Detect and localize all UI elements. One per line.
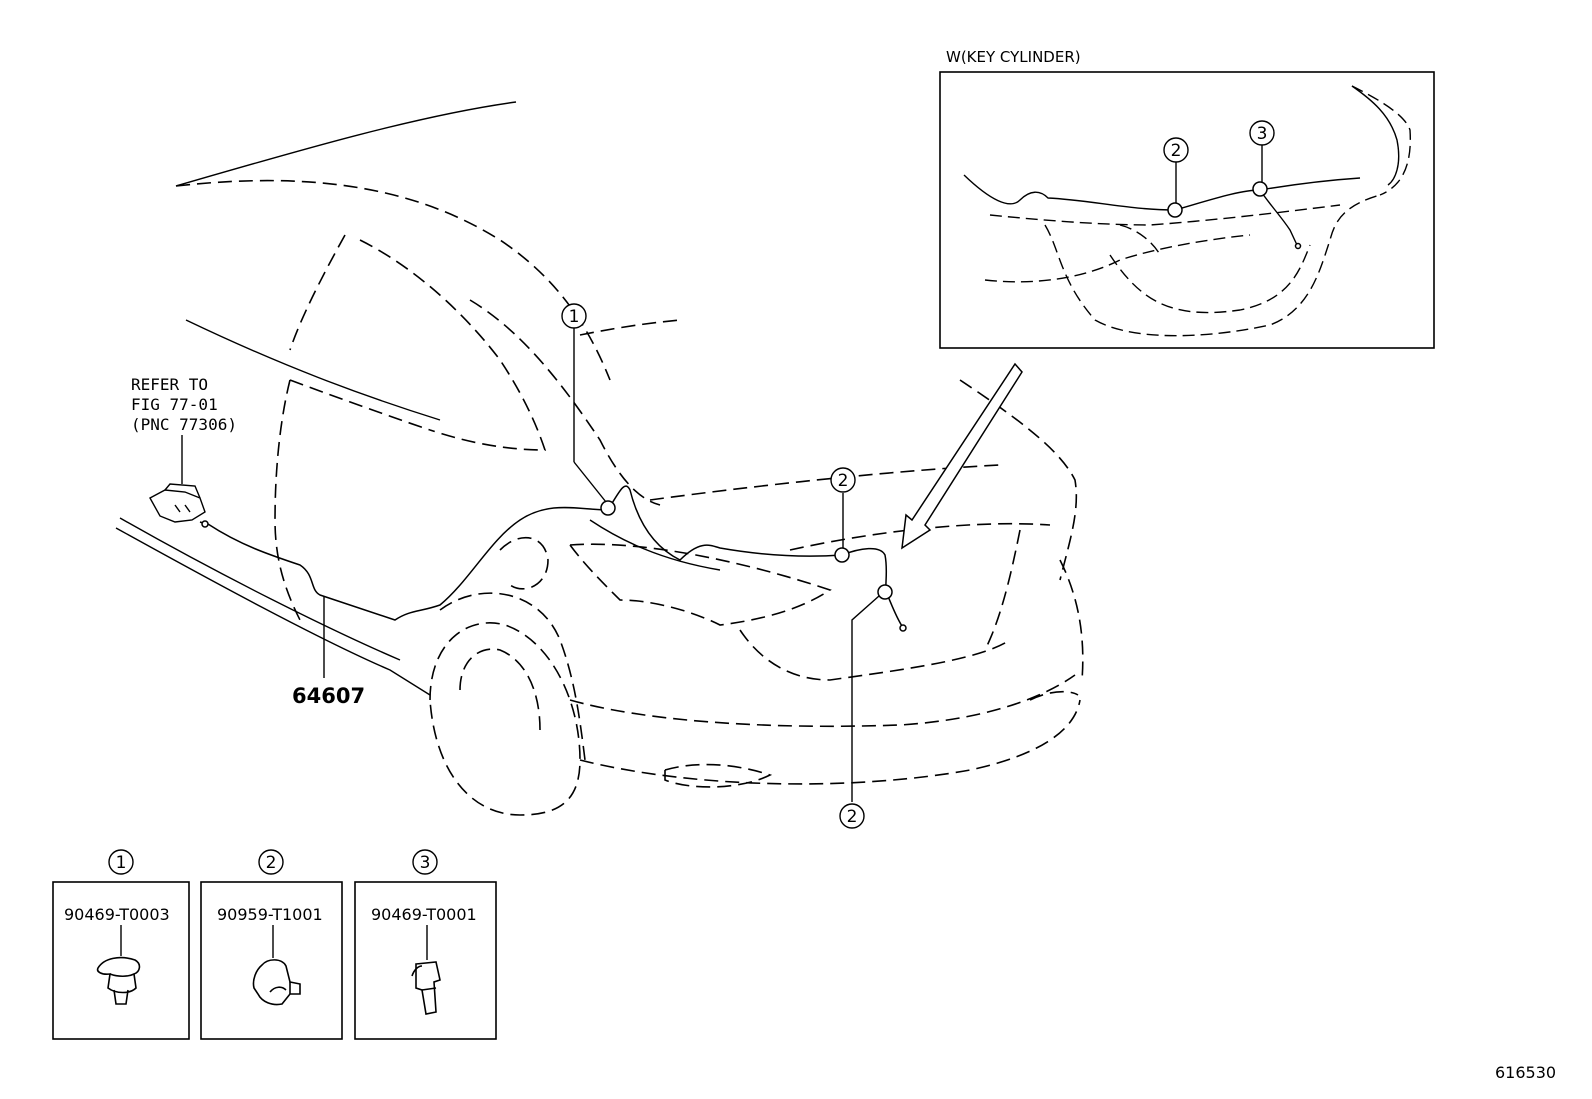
inset-drawing-dashed [984, 85, 1412, 337]
module-icon [149, 435, 206, 523]
clip-icon [411, 961, 441, 1015]
legend-item-1: 1 90469-T0003 [52, 849, 190, 1040]
svg-text:1: 1 [569, 307, 580, 327]
svg-text:3: 3 [420, 853, 431, 873]
car-body-lines [115, 101, 721, 696]
svg-text:2: 2 [838, 471, 849, 491]
svg-text:3: 3 [1257, 124, 1268, 144]
clip-point-2b [877, 584, 893, 600]
legend-item-3: 3 90469-T0001 [354, 849, 497, 1040]
svg-text:FIG 77-01: FIG 77-01 [131, 395, 218, 414]
connector-end-icon [899, 624, 907, 632]
harness-clip-points [201, 500, 907, 632]
inset-leader-lines [1175, 145, 1263, 203]
callout-2-main-top: 2 [830, 467, 856, 493]
car-body-outline [175, 179, 1084, 816]
svg-text:(PNC 77306): (PNC 77306) [131, 415, 237, 434]
legend-part-3: 90469-T0001 [371, 905, 477, 924]
callout-2-main-bottom: 2 [839, 803, 865, 829]
reference-note: REFER TO FIG 77-01 (PNC 77306) [131, 375, 237, 434]
inset-drawing [963, 85, 1400, 246]
svg-text:REFER TO: REFER TO [131, 375, 208, 394]
callout-1-main: 1 [561, 303, 587, 329]
connector-start-icon [201, 520, 209, 528]
part-number-label: 64607 [292, 684, 365, 708]
legend-part-2: 90959-T1001 [217, 905, 323, 924]
inset-clip-points [1167, 181, 1302, 250]
callout-2-inset: 2 [1163, 137, 1189, 163]
callout-3-inset: 3 [1249, 120, 1275, 146]
inset-frame [939, 71, 1435, 349]
clip-point-2 [834, 547, 850, 563]
svg-text:2: 2 [847, 807, 858, 827]
clip-point-1 [600, 500, 616, 516]
clip-icon [96, 956, 141, 1005]
clamp-icon [252, 959, 301, 1006]
svg-text:1: 1 [116, 853, 127, 873]
svg-text:2: 2 [266, 853, 277, 873]
wire-harness [199, 485, 903, 627]
inset-pointer-arrow [901, 362, 1023, 550]
svg-text:2: 2 [1171, 141, 1182, 161]
legend-item-2: 2 90959-T1001 [200, 849, 343, 1040]
leader-lines [323, 327, 880, 802]
legend-part-1: 90469-T0003 [64, 905, 170, 924]
inset-title: W(KEY CYLINDER) [946, 48, 1081, 66]
figure-id: 616530 [1495, 1063, 1556, 1082]
